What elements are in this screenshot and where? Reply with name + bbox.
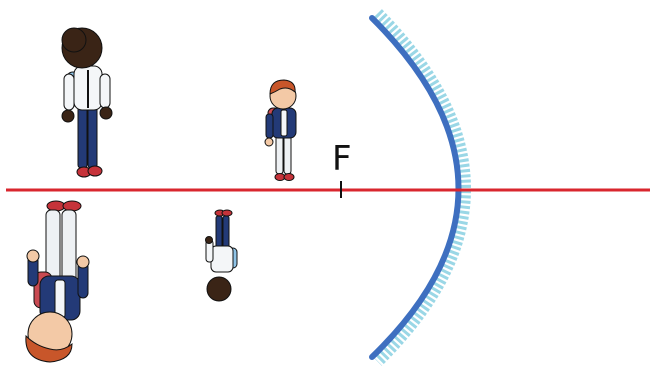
boy-red-hair-icon <box>264 79 297 181</box>
boy-dark-skin-icon <box>61 27 113 178</box>
mirror-curve <box>369 15 462 360</box>
concave-mirror <box>369 9 471 366</box>
mirror-hatch <box>374 9 471 366</box>
focal-point-label: F <box>332 139 352 179</box>
inverted-image-small-icon <box>205 209 238 302</box>
inverted-image-large-icon <box>25 200 90 363</box>
